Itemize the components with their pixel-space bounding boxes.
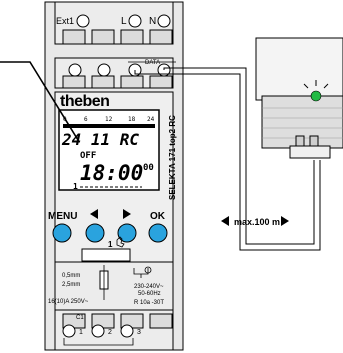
terminal-screw-n xyxy=(157,14,171,28)
menu-label: MENU xyxy=(48,211,77,222)
card-slot xyxy=(81,248,131,262)
right-button[interactable] xyxy=(117,223,137,243)
terminal-label-1: 1 xyxy=(79,329,83,336)
hour-tick-6: 6 xyxy=(84,116,88,123)
hour-tick-12: 12 xyxy=(105,116,113,123)
frequency-spec: 50-60Hz xyxy=(138,291,161,297)
terminal-label-l: L xyxy=(121,16,127,27)
distance-right-arrow-icon xyxy=(281,216,289,226)
display-time: 18:00 xyxy=(80,161,143,185)
battery-spec: R 10a -30T xyxy=(134,300,164,306)
menu-button[interactable] xyxy=(52,223,72,243)
terminal-screw-l xyxy=(128,14,142,28)
sensor-unit xyxy=(255,37,343,159)
relay-rating: 16(10)A 250V~ xyxy=(48,299,89,305)
pointer-line xyxy=(0,61,79,141)
terminal-label-2: 2 xyxy=(108,329,112,336)
display-date: 24 11 RC xyxy=(61,130,139,149)
terminal-label-n: N xyxy=(149,16,156,27)
terminal-label-ext1: Ext1 xyxy=(56,16,74,26)
contact-label: C1 xyxy=(76,315,84,321)
manual-hand-icon xyxy=(116,236,125,248)
hour-tick-24: 24 xyxy=(147,116,155,123)
wire-size-1: 0,5mm xyxy=(62,273,80,279)
lcd-display: 0 6 12 18 24 24 11 RC OFF 18:00 00 1 xyxy=(58,109,160,191)
terminal-screw-1 xyxy=(62,324,76,338)
hour-tick-18: 18 xyxy=(128,116,136,123)
wire-size-2: 2,5mm xyxy=(62,282,80,288)
sensor-led-icon xyxy=(300,80,332,102)
distance-label: max.100 m xyxy=(234,217,280,227)
terminal-screw-ext1 xyxy=(76,14,90,28)
left-arrow-icon xyxy=(90,209,98,219)
distance-left-arrow-icon xyxy=(221,216,229,226)
terminal-screw-b xyxy=(97,63,111,77)
channel-mark: 1 xyxy=(108,240,113,249)
terminal-screw-3 xyxy=(120,324,134,338)
terminal-label-3: 3 xyxy=(137,329,141,336)
display-seconds: 00 xyxy=(143,163,154,173)
data-cable-inner xyxy=(163,67,315,245)
terminal-screw-2 xyxy=(91,324,105,338)
model-label: SELEKTA 171 top2 RC xyxy=(168,115,177,200)
right-arrow-icon xyxy=(123,209,131,219)
data-cable-outer xyxy=(134,70,321,251)
brand-logo: theben xyxy=(60,93,109,110)
voltage-spec: 230-240V~ xyxy=(134,284,164,290)
display-channel: 1 xyxy=(73,182,78,191)
data-label: DATA xyxy=(145,60,160,66)
left-button[interactable] xyxy=(85,223,105,243)
ok-label: OK xyxy=(150,211,166,222)
terminal-screw-a xyxy=(68,63,82,77)
display-state: OFF xyxy=(80,151,96,161)
ok-button[interactable] xyxy=(148,223,168,243)
